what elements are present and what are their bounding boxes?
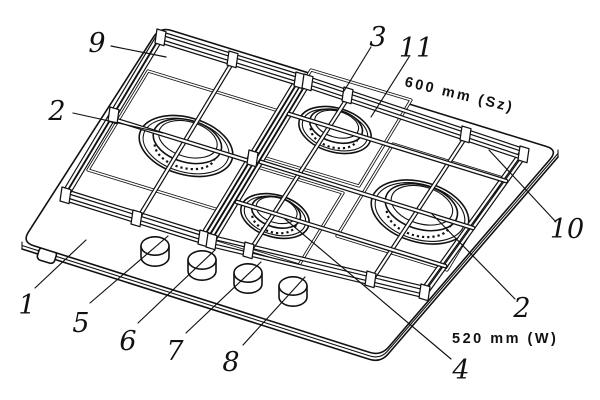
leader-5 [89, 235, 169, 304]
hob-rim-middle [21, 152, 559, 358]
callout-9: 9 [88, 28, 105, 59]
leader-10 [488, 149, 557, 223]
leader-11 [370, 56, 410, 118]
leader-9 [110, 45, 167, 58]
callout-2-left: 2 [47, 96, 65, 127]
callout-4: 4 [451, 355, 469, 386]
leader-6 [137, 249, 216, 324]
callout-11: 11 [399, 33, 433, 64]
knob-4 [278, 275, 308, 307]
leader-2-right [431, 213, 516, 300]
callout-5: 5 [72, 308, 89, 339]
callout-8: 8 [222, 347, 239, 378]
dimension-depth-label: 520 mm (W) [452, 331, 558, 347]
callout-3: 3 [369, 22, 386, 53]
leader-lines [34, 45, 557, 360]
hob-rim-bottom [21, 156, 559, 362]
knob-3 [233, 262, 263, 294]
leader-1 [34, 239, 87, 289]
callout-2-right: 2 [512, 293, 530, 324]
callout-labels: 1 2 3 4 5 6 7 8 9 10 11 2 [18, 22, 584, 386]
leader-2-left [72, 112, 164, 134]
callout-6: 6 [119, 326, 136, 357]
knob-2 [187, 250, 217, 281]
knob-1 [140, 236, 170, 267]
leader-8 [242, 276, 306, 346]
leader-3 [343, 46, 372, 92]
callout-1: 1 [18, 290, 35, 321]
callout-7: 7 [166, 336, 184, 367]
leader-4 [284, 218, 452, 360]
leader-7 [185, 261, 262, 334]
callout-10: 10 [550, 214, 584, 245]
